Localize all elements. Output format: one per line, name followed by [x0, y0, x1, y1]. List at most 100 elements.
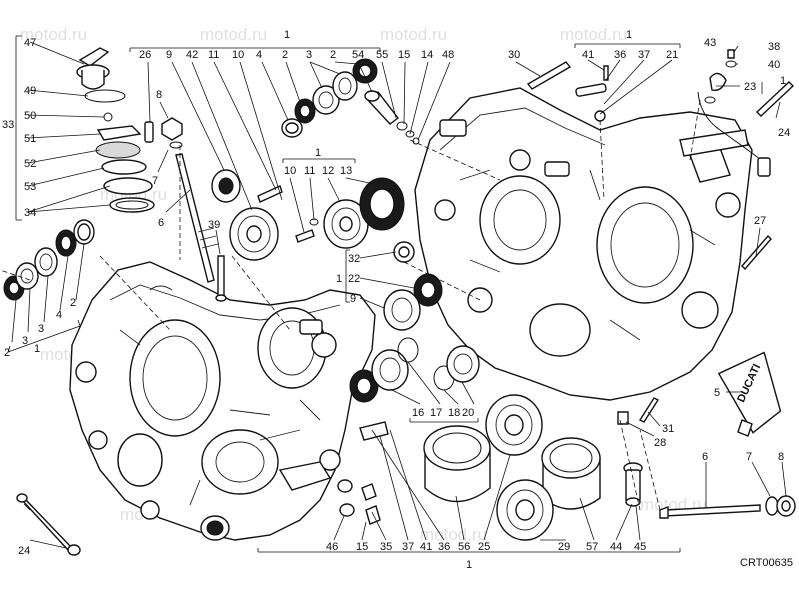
- main-bearing-bore-left: [129, 319, 221, 437]
- callout-11: 11: [304, 165, 315, 177]
- callout-33: 33: [2, 119, 14, 131]
- center-small-parts: [144, 117, 283, 302]
- callout-13: 13: [340, 165, 352, 177]
- callout-25: 25: [478, 541, 490, 553]
- callout-labels: 47 49 33 50 51 52 53 34 26 9 42 11 10 4 …: [2, 29, 793, 571]
- upper-bearing-stack: [281, 58, 420, 145]
- callout-1: 1: [284, 29, 290, 41]
- callout-52: 52: [24, 158, 36, 170]
- callout-11: 11: [208, 49, 219, 61]
- callout-57: 57: [586, 541, 598, 553]
- callout-15: 15: [398, 49, 410, 61]
- callout-49: 49: [24, 85, 36, 97]
- callout-17: 17: [430, 407, 442, 419]
- callout-24: 24: [778, 127, 790, 139]
- watermark-text: motod.ru: [380, 25, 447, 44]
- callout-48: 48: [442, 49, 454, 61]
- callout-22: 22: [348, 273, 360, 285]
- callout-4: 4: [256, 49, 262, 61]
- callout-41: 41: [582, 49, 594, 61]
- callout-45: 45: [634, 541, 646, 553]
- callout-20: 20: [462, 407, 474, 419]
- callout-9: 9: [166, 49, 172, 61]
- callout-7: 7: [152, 175, 158, 187]
- lower-bearing-group: [349, 337, 480, 403]
- callout-6: 6: [702, 451, 708, 463]
- callout-18: 18: [448, 407, 460, 419]
- callout-21: 21: [666, 49, 678, 61]
- leader-lines: [7, 35, 787, 553]
- callout-39: 39: [208, 219, 220, 231]
- callout-50: 50: [24, 110, 36, 122]
- long-bolts: [16, 61, 572, 556]
- callout-12: 12: [322, 165, 334, 177]
- left-bearing-stack: [3, 219, 95, 301]
- callout-1: 1: [34, 343, 40, 355]
- callout-8: 8: [156, 89, 162, 101]
- callout-28: 28: [654, 437, 666, 449]
- watermark-text: motod.ru: [420, 525, 487, 544]
- callout-14: 14: [421, 49, 433, 61]
- callout-55: 55: [376, 49, 388, 61]
- callout-3: 3: [22, 335, 28, 347]
- callout-36: 36: [438, 541, 450, 553]
- callout-31: 31: [662, 423, 674, 435]
- callout-8: 8: [778, 451, 784, 463]
- callout-1: 1: [466, 559, 472, 571]
- callout-40: 40: [768, 59, 780, 71]
- callout-26: 26: [139, 49, 151, 61]
- callout-41: 41: [420, 541, 432, 553]
- callout-30: 30: [508, 49, 520, 61]
- callout-2: 2: [282, 49, 288, 61]
- callout-43: 43: [704, 37, 716, 49]
- right-center-group: [383, 241, 443, 331]
- callout-47: 47: [24, 37, 36, 49]
- callout-37: 37: [402, 541, 414, 553]
- main-bearing-bore-right: [596, 186, 694, 304]
- large-bottom-bearings: [423, 394, 601, 541]
- callout-36: 36: [614, 49, 626, 61]
- watermark-text: motod.ru: [20, 25, 87, 44]
- callout-3: 3: [306, 49, 312, 61]
- callout-32: 32: [348, 253, 360, 265]
- callout-51: 51: [24, 133, 36, 145]
- right-crankcase-half: [414, 87, 753, 401]
- callout-46: 46: [326, 541, 338, 553]
- callout-1: 1: [336, 273, 342, 285]
- callout-5: 5: [714, 387, 720, 399]
- callout-6: 6: [158, 217, 164, 229]
- bottom-hardware: [337, 397, 660, 525]
- callout-15: 15: [356, 541, 368, 553]
- callout-2: 2: [4, 347, 10, 359]
- watermark-text: motod.ru: [200, 25, 267, 44]
- callout-1: 1: [626, 29, 632, 41]
- drawing-code: CRT00635: [740, 557, 793, 569]
- callout-35: 35: [380, 541, 392, 553]
- callout-2: 2: [330, 49, 336, 61]
- callout-1: 1: [780, 75, 786, 87]
- watermark-text: motod.ru: [560, 25, 627, 44]
- callout-9: 9: [350, 293, 356, 305]
- callout-4: 4: [56, 309, 62, 321]
- callout-37: 37: [638, 49, 650, 61]
- callout-2: 2: [70, 297, 76, 309]
- callout-44: 44: [610, 541, 622, 553]
- callout-42: 42: [186, 49, 198, 61]
- callout-56: 56: [458, 541, 470, 553]
- callout-1: 1: [315, 147, 321, 159]
- callout-16: 16: [412, 407, 424, 419]
- callout-3: 3: [38, 323, 44, 335]
- dashed-alignment-lines: [0, 99, 701, 511]
- callout-29: 29: [558, 541, 570, 553]
- callout-23: 23: [744, 81, 756, 93]
- callout-34: 34: [24, 207, 36, 219]
- callout-38: 38: [768, 41, 780, 53]
- middle-bearing-group: [295, 177, 405, 249]
- callout-7: 7: [746, 451, 752, 463]
- callout-53: 53: [24, 181, 36, 193]
- callout-24: 24: [18, 545, 30, 557]
- callout-10: 10: [284, 165, 296, 177]
- callout-10: 10: [232, 49, 244, 61]
